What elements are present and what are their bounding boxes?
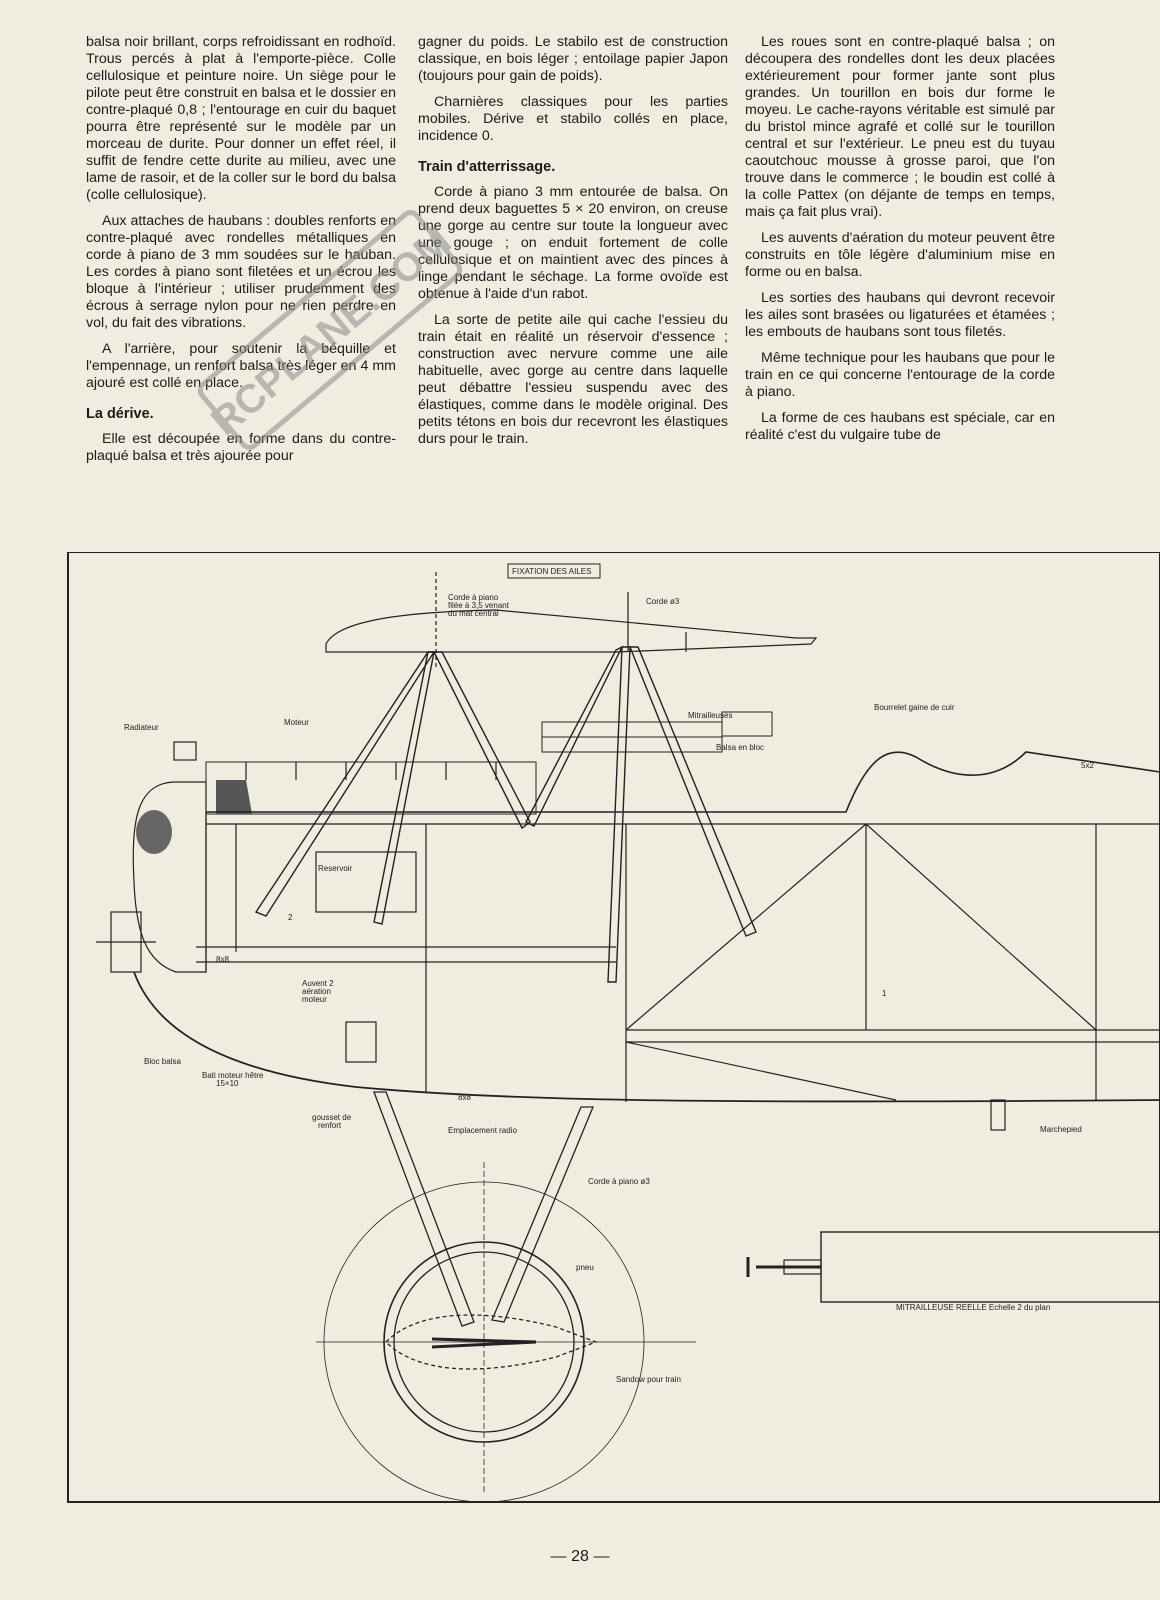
label-dim-8x8-b: 8x8 [458,1093,471,1102]
watermark-text: RCPLANE.COM [203,219,459,444]
watermark-stamp: RCPLANE.COM [197,210,463,450]
paragraph: Elle est découpée en forme dans du contr… [86,431,396,464]
text-column-1: balsa noir brillant, corps refroidissant… [86,34,396,474]
aircraft-plan-drawing: FIXATION DES AILES Corde à piano filée à… [67,552,1160,1503]
label-mitrailleuses: Mitrailleuses [688,711,732,720]
paragraph: Charnières classiques pour les parties m… [418,94,728,144]
label-mitrailleuse-reelle: MITRAILLEUSE REELLE Echelle 2 du plan [896,1303,1050,1312]
label-dim-5x2: 5x2 [1081,761,1094,770]
radiator-engine [96,741,537,973]
label-radiateur: Radiateur [124,723,159,732]
upper-wing-section [325,563,818,668]
paragraph: balsa noir brillant, corps refroidissant… [86,34,396,203]
paragraph: La sorte de petite aile qui cache l'essi… [418,312,728,447]
label-bourrelet: Bourrelet gaine de cuir [874,703,955,712]
svg-text:moteur: moteur [302,995,327,1004]
paragraph: Même technique pour les haubans que pour… [745,350,1055,400]
svg-text:15×10: 15×10 [216,1079,239,1088]
paragraph: La forme de ces haubans est spéciale, ca… [745,410,1055,443]
label-num-1: 1 [882,989,887,998]
label-corde-filetee: Corde à piano [448,593,499,602]
label-auvent: Auvent 2 [302,979,334,988]
svg-text:aération: aération [302,987,331,996]
text-column-3: Les roues sont en contre-plaqué balsa ; … [745,34,1055,453]
label-bati-moteur: Bati moteur hêtre [202,1071,264,1080]
text-column-2: gagner du poids. Le stabilo est de const… [418,34,728,457]
label-corde-o3: Corde ø3 [646,597,680,606]
machine-guns [541,711,773,753]
label-corde-piano-o3: Corde à piano ø3 [588,1177,650,1186]
label-dim-8x8: 8x8 [216,955,229,964]
svg-text:du mat central: du mat central [448,609,499,618]
paragraph: Les sorties des haubans qui devront rece… [745,290,1055,340]
svg-text:filée à 3,5 venant: filée à 3,5 venant [448,601,510,610]
label-emplacement-radio: Emplacement radio [448,1126,517,1135]
label-fixation-ailes: FIXATION DES AILES [512,567,591,576]
plan-frame [67,552,1160,1503]
paragraph: Aux attaches de haubans : doubles renfor… [86,213,396,331]
paragraph: Les auvents d'aération du moteur peuvent… [745,230,1055,280]
fuselage [133,751,1160,1131]
label-reservoir: Reservoir [318,864,353,873]
section-heading-derive: La dérive. [86,406,154,422]
label-num-2: 2 [288,913,293,922]
paragraph: Les roues sont en contre-plaqué balsa ; … [745,34,1055,220]
label-bloc-balsa: Bloc balsa [144,1057,181,1066]
label-pneu: pneu [576,1263,594,1272]
svg-text:renfort: renfort [318,1121,342,1130]
real-machine-gun-drawing [746,1231,1160,1303]
landing-gear [316,1091,696,1503]
cabane-struts [254,645,757,983]
label-marchepied: Marchepied [1040,1125,1082,1134]
label-gousset: gousset de [312,1113,352,1122]
label-balsa-bloc: Balsa en bloc [716,743,764,752]
plan-labels: FIXATION DES AILES Corde à piano filée à… [124,567,1094,1384]
section-heading-train: Train d'atterrissage. [418,159,556,175]
label-sandow: Sandow pour train [616,1375,681,1384]
paragraph: gagner du poids. Le stabilo est de const… [418,34,728,84]
paragraph: Corde à piano 3 mm entourée de balsa. On… [418,184,728,302]
label-moteur: Moteur [284,718,309,727]
page-number: — 28 — [550,1548,610,1565]
